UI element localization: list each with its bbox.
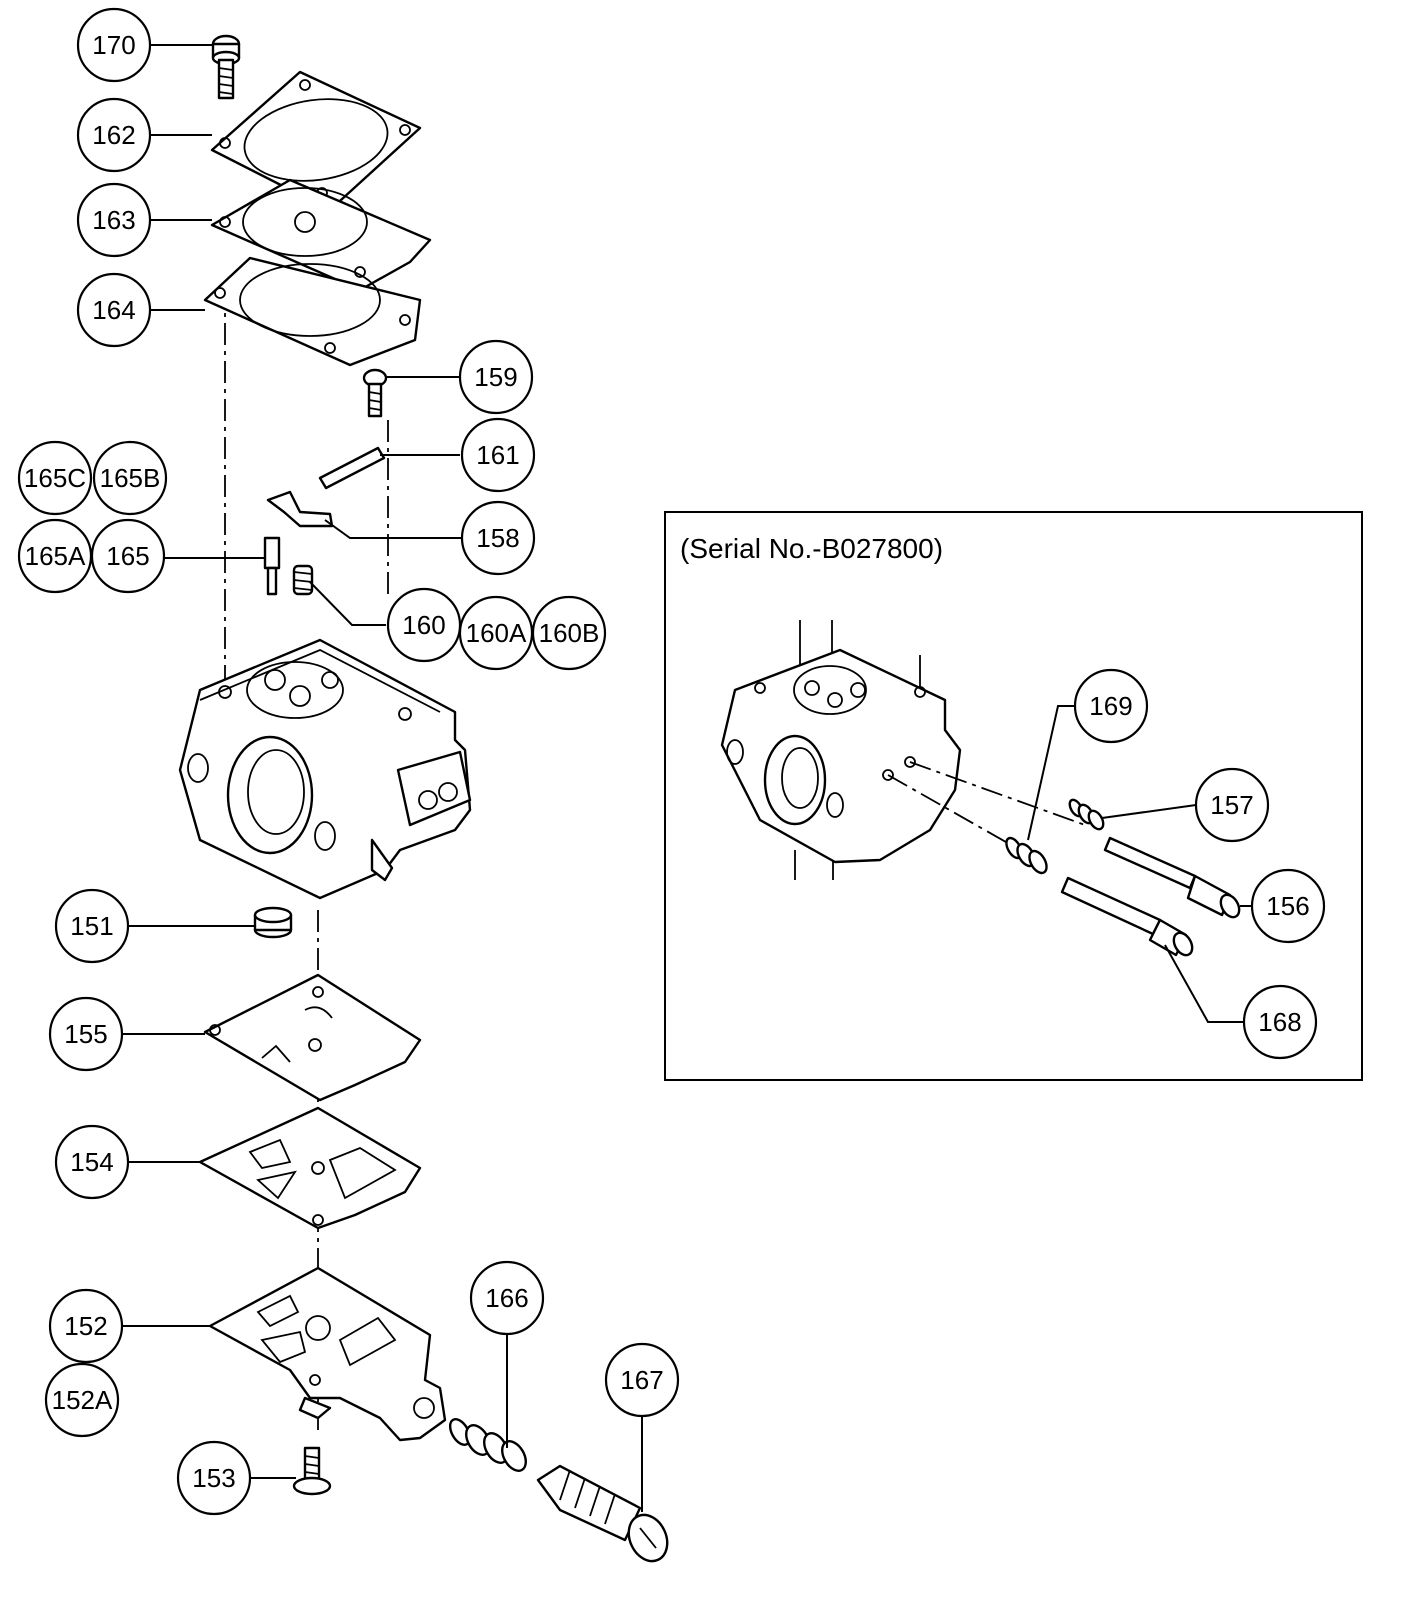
callout-165: 165 [90,518,166,594]
callout-152a: 152A [44,1362,120,1438]
inset-needle-156-part [1103,836,1241,919]
inset-needle-168-part [1060,876,1194,957]
callout-label: 151 [70,911,113,941]
cover-162-part [210,70,422,212]
pump-cover-152-part [208,1266,447,1442]
lever-158-part [266,490,334,528]
callout-166: 166 [469,1260,545,1336]
callout-169: 169 [1073,668,1149,744]
callout-label: 161 [476,440,519,470]
callout-label: 157 [1210,790,1253,820]
callout-label: 165 [106,541,149,571]
callout-165b: 165B [92,440,168,516]
callout-label: 169 [1089,691,1132,721]
callout-161: 161 [460,417,536,493]
callout-155: 155 [48,996,124,1072]
screw-170-part [211,34,241,100]
callout-label: 159 [474,362,517,392]
needle-165-part [263,536,281,596]
callout-160a: 160A [458,595,534,671]
callout-159: 159 [458,339,534,415]
callout-label: 160A [466,618,527,648]
callout-label: 152A [52,1385,113,1415]
callout-152: 152 [48,1288,124,1364]
gasket-164-part [203,256,422,367]
callout-label: 167 [620,1365,663,1395]
callout-154: 154 [54,1124,130,1200]
callout-164: 164 [76,272,152,348]
diaphragm-155-part [203,973,422,1102]
callout-label: 152 [64,1311,107,1341]
callout-label: 162 [92,120,135,150]
leader-lines [122,44,643,1512]
callout-165c: 165C [17,440,93,516]
spring-166-part [448,1418,527,1472]
callout-156: 156 [1250,868,1326,944]
gasket-154-part [198,1106,422,1230]
callout-158: 158 [460,500,536,576]
carburetor-body-part [178,638,472,900]
inset-box: (Serial No.-B027800) [664,511,1363,1081]
callout-163: 163 [76,182,152,258]
callout-168: 168 [1242,984,1318,1060]
callout-label: 166 [485,1283,528,1313]
callout-label: 165C [24,463,86,493]
inset-spring-157-part [1068,798,1105,831]
callout-label: 156 [1266,891,1309,921]
pin-161-part [318,446,386,490]
callout-label: 164 [92,295,135,325]
screw-159-part [362,368,388,418]
callout-160: 160 [386,587,462,663]
callout-153: 153 [176,1440,252,1516]
callout-162: 162 [76,97,152,173]
screw-153-part [292,1446,332,1496]
callout-167: 167 [604,1342,680,1418]
callout-160b: 160B [531,595,607,671]
callout-label: 170 [92,30,135,60]
inset-spring-169-part [1005,836,1048,875]
callout-label: 165A [25,541,86,571]
callout-151: 151 [54,888,130,964]
callout-label: 153 [192,1463,235,1493]
callout-157: 157 [1194,767,1270,843]
callout-label: 160 [402,610,445,640]
callout-label: 163 [92,205,135,235]
callout-165a: 165A [17,518,93,594]
inset-carburetor-body-part [720,620,962,880]
callout-label: 158 [476,523,519,553]
screw-167-part [536,1464,669,1563]
inset-caption: (Serial No.-B027800) [680,533,943,564]
plug-151-part [253,906,293,939]
callout-label: 155 [64,1019,107,1049]
callout-label: 165B [100,463,161,493]
callout-170: 170 [76,7,152,83]
callout-label: 168 [1258,1007,1301,1037]
spring-160-part [292,564,314,596]
callout-label: 160B [539,618,600,648]
callout-label: 154 [70,1147,113,1177]
